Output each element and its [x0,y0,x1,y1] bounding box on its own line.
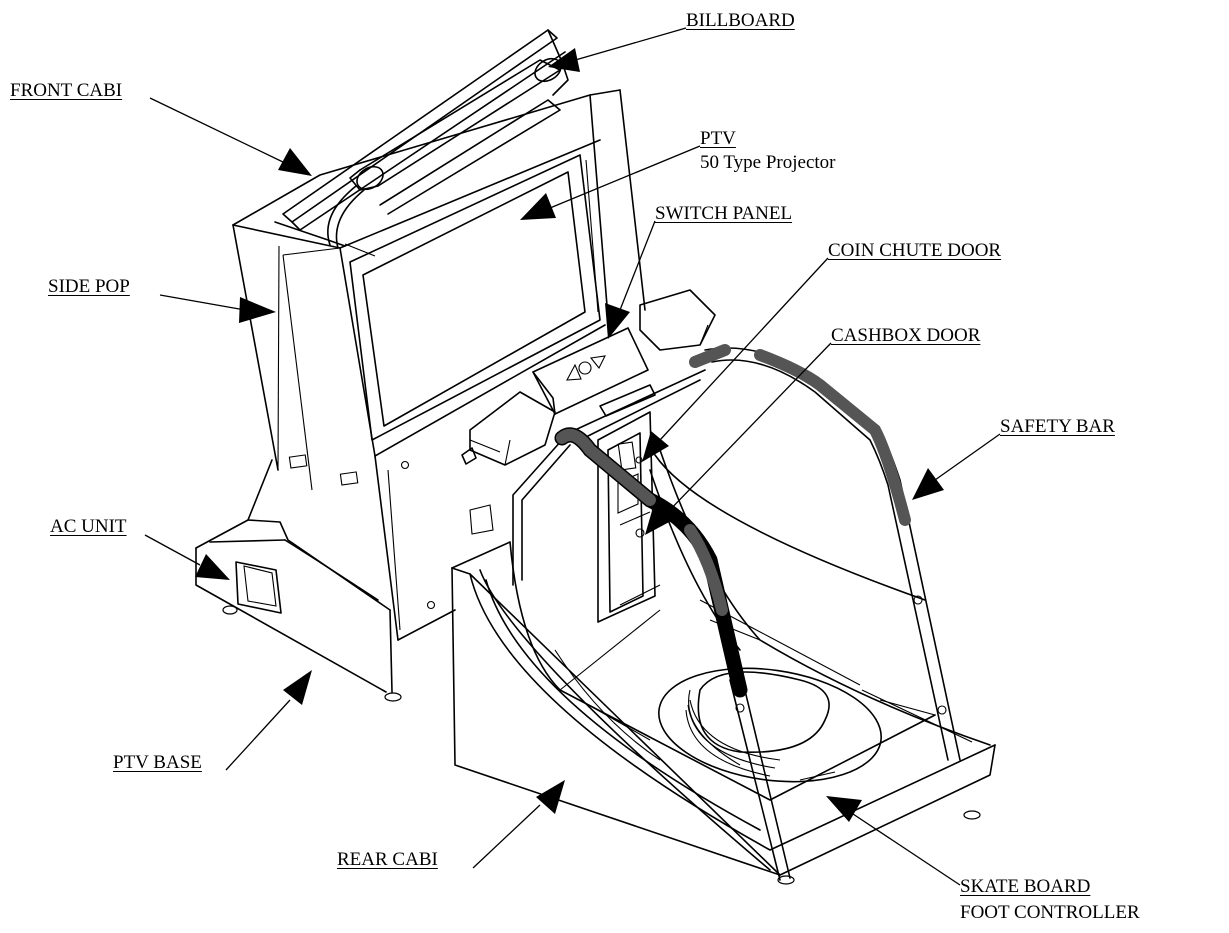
ptv-label: PTV [700,128,736,149]
ptv-base-illustration [195,459,402,702]
switch-panel-label: SWITCH PANEL [655,203,793,224]
ac-unit-label: AC UNIT [50,516,127,537]
rear-cabi-label: REAR CABI [337,849,438,870]
foot-controller-label: FOOT CONTROLLER [960,902,1140,923]
safety-bar-illustration [479,344,961,881]
side-pop-label: SIDE POP [48,276,130,297]
switch-panel-illustration [461,289,716,466]
leader-lines [144,27,1001,886]
front-cabi-label: FRONT CABI [10,80,123,101]
coin-door-tower-illustration [597,411,656,623]
front-cabinet-illustration [232,89,646,641]
billboard-illustration [274,29,569,249]
coin-chute-door-label: COIN CHUTE DOOR [828,240,1002,261]
ptv-base-label: PTV BASE [113,752,202,773]
ptv-projector-label: 50 Type Projector [700,152,836,173]
billboard-label: BILLBOARD [686,10,795,31]
rear-cabinet-illustration [451,449,996,885]
safety-bar-label: SAFETY BAR [1000,416,1115,437]
skate-board-label: SKATE BOARD [960,876,1091,897]
cashbox-door-label: CASHBOX DOOR [831,325,981,346]
